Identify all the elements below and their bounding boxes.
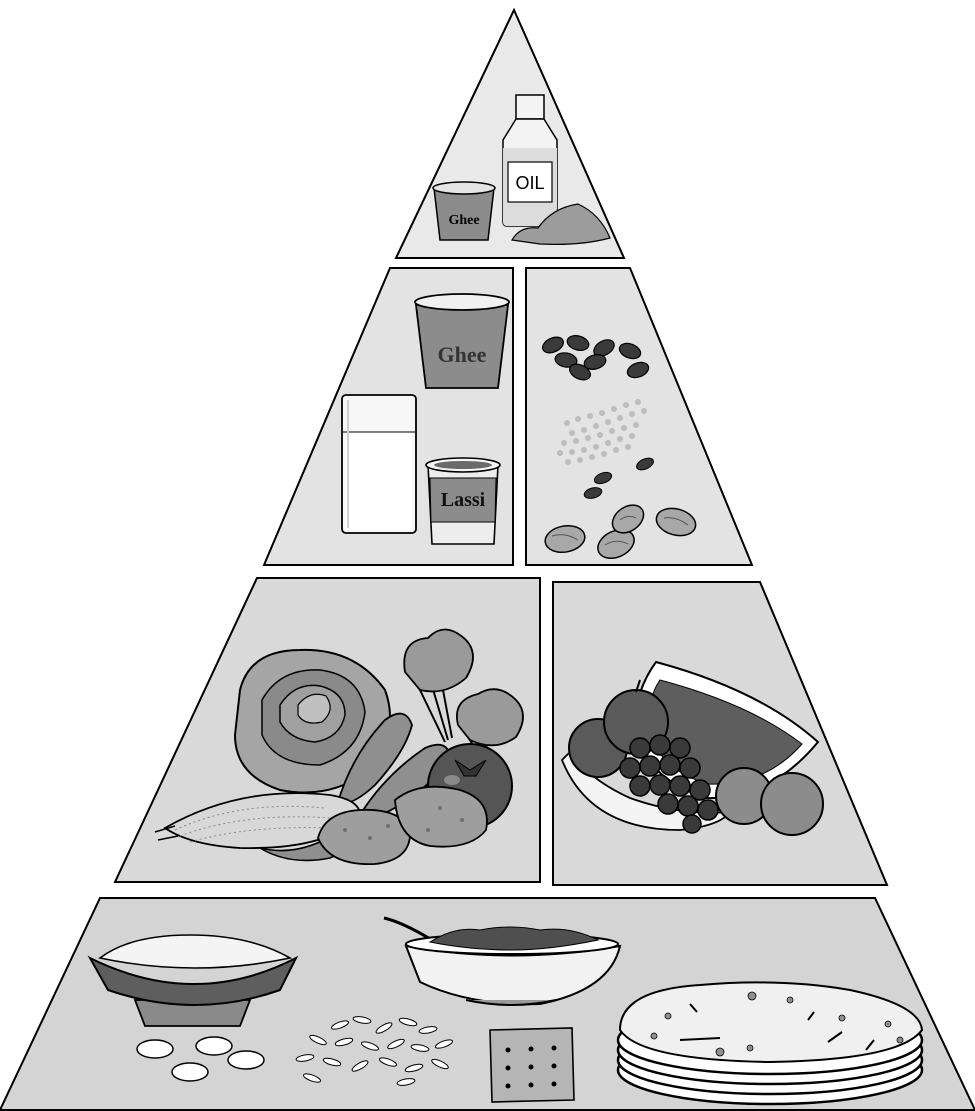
tier-vegetables xyxy=(115,578,540,882)
ghee-cup-small: Ghee xyxy=(433,182,495,240)
ghee-label-small: Ghee xyxy=(448,213,479,228)
oil-label: OIL xyxy=(515,173,544,193)
tier-dairy: Ghee Lassi xyxy=(264,268,513,565)
tier-protein xyxy=(526,268,752,565)
cracker xyxy=(490,1028,574,1102)
tier-grains xyxy=(0,898,975,1110)
ghee-label-large: Ghee xyxy=(438,342,487,367)
lassi-label: Lassi xyxy=(441,489,486,511)
chapati-stack xyxy=(618,982,922,1104)
lassi-cup: Lassi xyxy=(426,458,500,544)
tier-fruits xyxy=(553,582,887,885)
tier-fats-oils: OIL Ghee xyxy=(396,10,624,258)
ghee-cup-large: Ghee xyxy=(415,294,509,388)
milk-glass xyxy=(342,395,416,533)
